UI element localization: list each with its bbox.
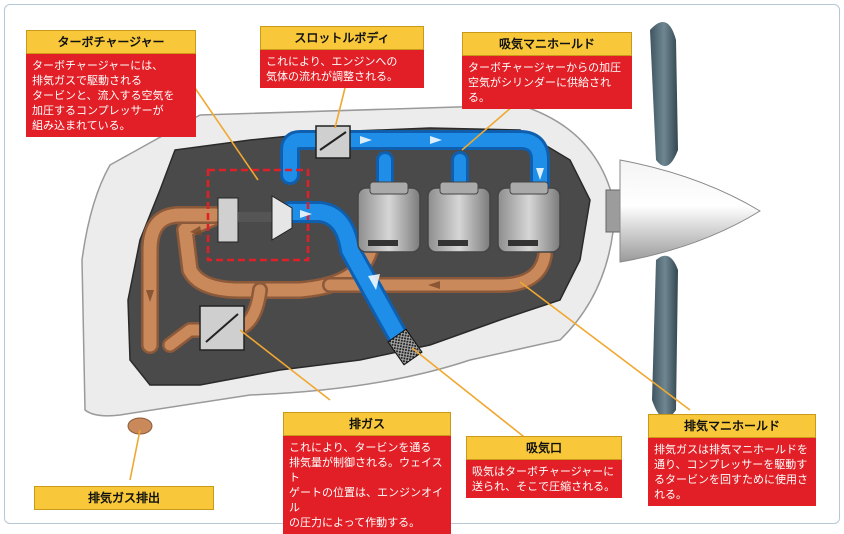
callout-exhaust-outlet: 排気ガス排出 bbox=[34, 486, 214, 510]
callout-wastegate: 排ガス これにより、タービンを通る 排気量が制御される。ウェイスト ゲートの位置… bbox=[283, 412, 451, 534]
cylinder-icon bbox=[427, 181, 491, 253]
callout-throttle-body: スロットルボディ これにより、エンジンへの 気体の流れが調整される。 bbox=[260, 26, 424, 88]
callout-body: 吸気はターボチャージャーに 送られ、そこで圧縮される。 bbox=[466, 460, 622, 498]
flow-arrow-icon bbox=[146, 226, 440, 302]
wastegate-icon bbox=[199, 305, 245, 351]
turbocharger-icon bbox=[206, 168, 310, 262]
callout-air-inlet: 吸気口 吸気はターボチャージャーに 送られ、そこで圧縮される。 bbox=[466, 436, 622, 498]
callout-intake-manifold: 吸気マニホールド ターボチャージャーからの加圧 空気がシリンダーに供給される。 bbox=[462, 32, 632, 109]
cylinder-icon bbox=[497, 181, 561, 253]
callout-title: 吸気口 bbox=[466, 436, 622, 460]
propeller-icon bbox=[650, 22, 678, 418]
spinner-icon bbox=[605, 159, 761, 263]
callout-title: ターボチャージャー bbox=[26, 30, 196, 54]
callout-title: 排ガス bbox=[283, 412, 451, 436]
flow-arrow-icon bbox=[300, 136, 544, 290]
callout-title: 吸気マニホールド bbox=[462, 32, 632, 56]
callout-title: 排気ガス排出 bbox=[34, 486, 214, 510]
callout-title: スロットルボディ bbox=[260, 26, 424, 50]
throttle-body-icon bbox=[315, 125, 351, 159]
callout-turbocharger: ターボチャージャー ターボチャージャーには、 排気ガスで駆動される タービンと、… bbox=[26, 30, 196, 137]
air-filter-icon bbox=[387, 328, 423, 366]
callout-body: 排気ガスは排気マニホールドを 通り、コンプレッサーを駆動す るタービンを回すため… bbox=[648, 438, 816, 506]
callout-body: ターボチャージャーには、 排気ガスで駆動される タービンと、流入する空気を 加圧… bbox=[26, 54, 196, 137]
intake-pipes bbox=[279, 130, 550, 351]
callout-exhaust-manifold: 排気マニホールド 排気ガスは排気マニホールドを 通り、コンプレッサーを駆動す る… bbox=[648, 414, 816, 506]
callout-body: これにより、タービンを通る 排気量が制御される。ウェイスト ゲートの位置は、エン… bbox=[283, 436, 451, 534]
cylinder-icon bbox=[357, 181, 421, 253]
callout-body: ターボチャージャーからの加圧 空気がシリンダーに供給される。 bbox=[462, 56, 632, 109]
callout-body: これにより、エンジンへの 気体の流れが調整される。 bbox=[260, 50, 424, 88]
callout-title: 排気マニホールド bbox=[648, 414, 816, 438]
